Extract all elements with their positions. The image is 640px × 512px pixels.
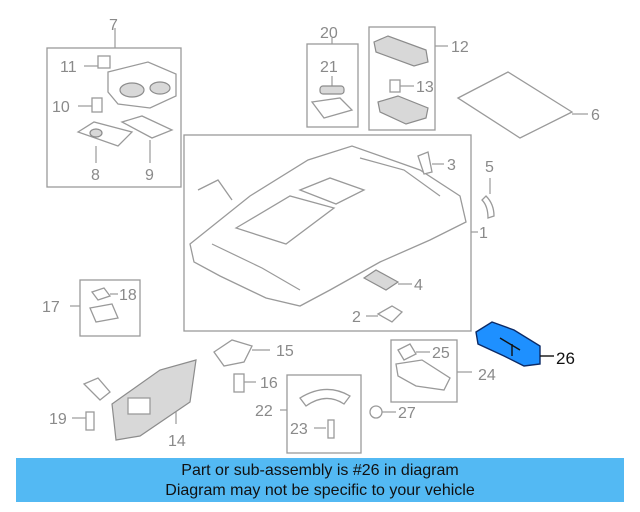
part-16[interactable] <box>233 373 245 393</box>
part-2[interactable] <box>376 305 404 323</box>
part-13[interactable] <box>389 79 401 93</box>
part-grab-handle-outline <box>197 179 233 201</box>
callout-26: 26 <box>556 349 575 368</box>
part-27[interactable] <box>369 405 383 419</box>
callout-25: 25 <box>432 345 450 362</box>
banner-line-2: Diagram may not be specific to your vehi… <box>165 482 475 499</box>
callout-19: 19 <box>49 411 67 428</box>
info-banner: Part or sub-assembly is #26 in diagram D… <box>16 458 624 502</box>
callout-11: 11 <box>60 59 77 76</box>
group-1-box <box>183 134 472 332</box>
part-26[interactable] <box>475 321 541 367</box>
part-20-lamp[interactable] <box>310 97 354 119</box>
callout-17: 17 <box>42 299 60 316</box>
group-17: 17 18 <box>42 279 141 337</box>
group-7-box <box>46 47 182 188</box>
callout-5: 5 <box>485 159 494 176</box>
part-9[interactable] <box>120 115 174 139</box>
part-21[interactable] <box>319 85 345 95</box>
group-6: 6 <box>456 71 600 139</box>
part-19[interactable] <box>85 411 95 431</box>
sunroof-opening <box>234 195 336 245</box>
group-20: 20 21 <box>306 25 359 128</box>
callout-21: 21 <box>320 59 338 76</box>
group-24: 24 25 <box>390 339 496 403</box>
callout-23: 23 <box>290 421 308 438</box>
callout-6: 6 <box>591 107 600 124</box>
part-6[interactable] <box>456 71 574 139</box>
part-14[interactable] <box>111 359 197 441</box>
callout-10: 10 <box>52 99 70 116</box>
group-22: 22 23 <box>255 374 362 454</box>
part-12-lens[interactable] <box>377 95 429 125</box>
group-24-box <box>390 339 458 403</box>
callout-27: 27 <box>398 405 416 422</box>
callout-8: 8 <box>91 167 100 184</box>
callout-22: 22 <box>255 403 273 420</box>
parts-diagram: 7 11 10 8 9 20 21 12 <box>42 17 600 454</box>
callout-2: 2 <box>352 309 361 326</box>
part-12[interactable] <box>373 35 429 67</box>
part-17-clip[interactable] <box>89 303 119 323</box>
part-18[interactable] <box>90 287 112 301</box>
part-11[interactable] <box>97 55 111 69</box>
part-23[interactable] <box>327 419 335 439</box>
callout-24: 24 <box>478 367 496 384</box>
part-24-bracket[interactable] <box>395 359 451 391</box>
visor-bracket <box>82 377 111 401</box>
part-25[interactable] <box>397 343 417 361</box>
part-4[interactable] <box>362 269 400 291</box>
headliner-recess <box>298 177 366 205</box>
part-15[interactable] <box>213 339 253 367</box>
part-3[interactable] <box>417 151 433 175</box>
callout-15: 15 <box>276 343 294 360</box>
part-22-handle[interactable] <box>299 388 351 407</box>
part-8[interactable] <box>76 121 134 147</box>
part-5[interactable] <box>481 195 495 219</box>
group-22-box <box>286 374 362 454</box>
group-14: 14 19 <box>49 359 197 450</box>
callout-7: 7 <box>109 17 118 34</box>
callout-20: 20 <box>320 25 338 42</box>
callout-4: 4 <box>414 277 423 294</box>
callout-14: 14 <box>168 433 186 450</box>
group-27: 27 <box>369 405 416 422</box>
callout-13: 13 <box>416 79 434 96</box>
callout-18: 18 <box>119 287 137 304</box>
group-1: 1 3 4 2 <box>183 134 488 332</box>
group-12-box <box>368 26 436 131</box>
group-12: 12 13 <box>368 26 469 131</box>
part-map-lamp-housing <box>107 61 177 109</box>
group-5: 5 <box>481 159 495 219</box>
callout-16: 16 <box>260 375 278 392</box>
group-17-box <box>79 279 141 337</box>
group-26: 26 <box>475 321 575 368</box>
group-7: 7 11 10 8 9 <box>46 17 182 188</box>
callout-9: 9 <box>145 167 154 184</box>
banner-line-1: Part or sub-assembly is #26 in diagram <box>181 462 459 479</box>
part-10[interactable] <box>91 97 103 113</box>
visor-mirror <box>127 397 151 415</box>
callout-3: 3 <box>447 157 456 174</box>
callout-1: 1 <box>479 225 488 242</box>
callout-12: 12 <box>451 39 469 56</box>
group-15-16: 15 16 <box>213 339 294 393</box>
